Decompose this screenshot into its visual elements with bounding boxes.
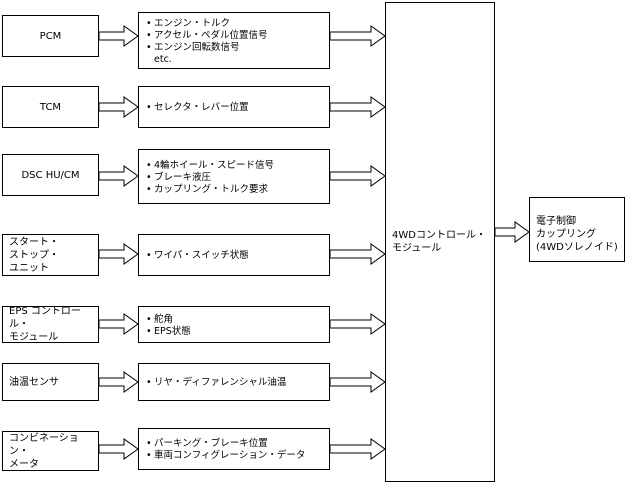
source-box: EPS コントロール・ モジュール bbox=[2, 306, 99, 343]
source-to-signal-arrow bbox=[98, 438, 139, 460]
source-to-signal-arrow bbox=[98, 96, 139, 118]
signal-item: パーキング・ブレーキ位置 bbox=[146, 438, 329, 450]
signal-item: ワイパ・スイッチ状態 bbox=[146, 250, 329, 262]
source-box: PCM bbox=[2, 15, 99, 57]
signal-list: パーキング・ブレーキ位置車両コンフィグレーション・データ bbox=[146, 438, 329, 462]
signal-to-module-arrow bbox=[329, 25, 386, 47]
source-box: DSC HU/CM bbox=[2, 154, 99, 196]
electronic-coupling-label: 電子制御 カップリング (4WDソレノイド) bbox=[536, 216, 618, 253]
signal-to-module-arrow bbox=[329, 165, 386, 187]
module-to-coupling-arrow bbox=[494, 221, 530, 243]
signal-list: 4輪ホイール・スピード信号ブレーキ液圧カップリング・トルク要求 bbox=[146, 160, 329, 196]
source-label: コンビネーション・ メータ bbox=[9, 432, 79, 470]
signal-item: 4輪ホイール・スピード信号 bbox=[146, 160, 329, 172]
signal-item: 舵角 bbox=[146, 314, 329, 326]
source-to-signal-arrow bbox=[98, 371, 139, 393]
signal-item: エンジン・トルク bbox=[146, 18, 329, 30]
signal-note: etc. bbox=[154, 53, 172, 65]
source-label: 油温センサ bbox=[9, 376, 59, 388]
source-box: コンビネーション・ メータ bbox=[2, 431, 99, 471]
signal-list: セレクタ・レバー位置 bbox=[146, 102, 329, 114]
signal-to-module-arrow bbox=[329, 243, 386, 265]
signal-to-module-arrow bbox=[329, 438, 386, 460]
4wd-control-module-box: 4WDコントロール・モジュール bbox=[385, 2, 495, 482]
source-box: スタート・ ストップ・ ユニット bbox=[2, 234, 99, 276]
signal-item: リヤ・ディファレンシャル油温 bbox=[146, 377, 329, 389]
signal-item: EPS状態 bbox=[146, 326, 329, 338]
source-to-signal-arrow bbox=[98, 243, 139, 265]
signal-box: セレクタ・レバー位置 bbox=[138, 86, 330, 128]
signal-list: エンジン・トルクアクセル・ペダル位置信号エンジン回転数信号 bbox=[146, 18, 329, 54]
signal-item: アクセル・ペダル位置信号 bbox=[146, 30, 329, 42]
signal-box: 4輪ホイール・スピード信号ブレーキ液圧カップリング・トルク要求 bbox=[138, 149, 330, 204]
source-box: 油温センサ bbox=[2, 363, 99, 401]
signal-box: パーキング・ブレーキ位置車両コンフィグレーション・データ bbox=[138, 428, 330, 470]
signal-box: リヤ・ディファレンシャル油温 bbox=[138, 363, 330, 401]
source-box: TCM bbox=[2, 86, 99, 128]
source-label: PCM bbox=[39, 30, 62, 42]
electronic-coupling-box: 電子制御 カップリング (4WDソレノイド) bbox=[529, 197, 625, 262]
signal-list: リヤ・ディファレンシャル油温 bbox=[146, 377, 329, 389]
source-label: DSC HU/CM bbox=[21, 169, 80, 181]
signal-item: エンジン回転数信号 bbox=[146, 42, 329, 54]
signal-box: ワイパ・スイッチ状態 bbox=[138, 234, 330, 276]
signal-list: 舵角EPS状態 bbox=[146, 314, 329, 338]
source-to-signal-arrow bbox=[98, 25, 139, 47]
source-label: EPS コントロール・ モジュール bbox=[9, 306, 81, 343]
signal-item: カップリング・トルク要求 bbox=[146, 184, 329, 196]
signal-item: セレクタ・レバー位置 bbox=[146, 102, 329, 114]
source-to-signal-arrow bbox=[98, 313, 139, 335]
signal-box: エンジン・トルクアクセル・ペダル位置信号エンジン回転数信号etc. bbox=[138, 12, 330, 69]
source-label: スタート・ ストップ・ ユニット bbox=[9, 236, 59, 274]
4wd-control-module-label: 4WDコントロール・モジュール bbox=[392, 230, 486, 254]
source-label: TCM bbox=[39, 101, 62, 113]
signal-item: ブレーキ液圧 bbox=[146, 172, 329, 184]
source-to-signal-arrow bbox=[98, 165, 139, 187]
signal-item: 車両コンフィグレーション・データ bbox=[146, 450, 329, 462]
signal-to-module-arrow bbox=[329, 96, 386, 118]
signal-box: 舵角EPS状態 bbox=[138, 306, 330, 343]
signal-to-module-arrow bbox=[329, 313, 386, 335]
signal-to-module-arrow bbox=[329, 371, 386, 393]
signal-list: ワイパ・スイッチ状態 bbox=[146, 250, 329, 262]
